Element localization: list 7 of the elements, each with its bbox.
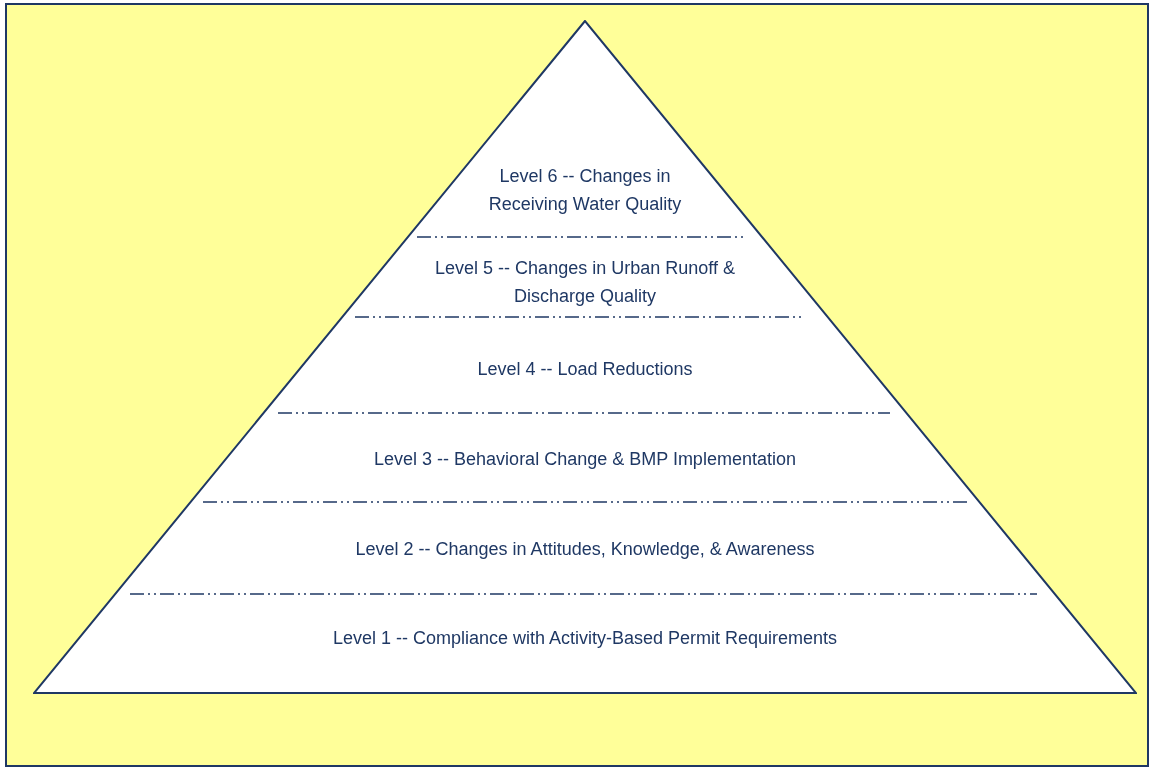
level-label: Level 3 -- Behavioral Change & BMP Implementation: [235, 445, 935, 473]
level-label: Level 2 -- Changes in Attitudes, Knowledge, & Awareness: [185, 535, 985, 563]
level-label: Level 5 -- Changes in Urban Runoff & Discharge Quality: [395, 254, 775, 310]
pyramid-shape: [33, 20, 1137, 694]
level-label: Level 6 -- Changes in Receiving Water Quality: [460, 162, 710, 218]
level-label: Level 4 -- Load Reductions: [285, 355, 885, 383]
level-label: Level 1 -- Compliance with Activity-Based Permit Requirements: [135, 624, 1035, 652]
